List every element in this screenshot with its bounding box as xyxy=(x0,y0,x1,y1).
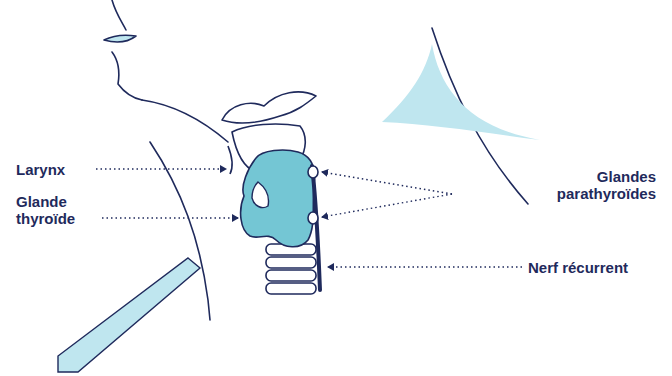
leader-lines xyxy=(96,169,522,267)
recurrent-nerve xyxy=(312,166,320,290)
parathyroid-gland xyxy=(308,166,318,178)
chin-line xyxy=(112,52,142,100)
leader-line xyxy=(322,172,452,194)
nose-line xyxy=(112,0,126,30)
part-label: Glandes parathyroïdes xyxy=(540,168,656,202)
hyoid-bone xyxy=(222,92,316,123)
cartilage-notch xyxy=(252,182,269,208)
neck-shade xyxy=(382,44,540,140)
parathyroid-gland xyxy=(308,212,318,224)
trachea-ring xyxy=(266,270,316,281)
part-label: Glande thyroïde xyxy=(16,193,96,227)
trachea-ring xyxy=(266,257,316,268)
lips xyxy=(104,35,136,42)
jaw-line xyxy=(142,100,228,142)
leader-line xyxy=(328,266,522,267)
part-label: Nerf récurrent xyxy=(528,259,668,276)
leader-line xyxy=(102,217,238,218)
part-label: Larynx xyxy=(16,161,106,178)
head-outline xyxy=(104,0,528,320)
thyroid-gland xyxy=(241,150,315,247)
leader-line xyxy=(96,168,226,169)
larynx-edge xyxy=(228,146,232,174)
trachea xyxy=(266,244,316,294)
leader-line xyxy=(322,194,452,217)
trachea-ring xyxy=(266,283,316,294)
shoulder-band xyxy=(58,258,200,372)
